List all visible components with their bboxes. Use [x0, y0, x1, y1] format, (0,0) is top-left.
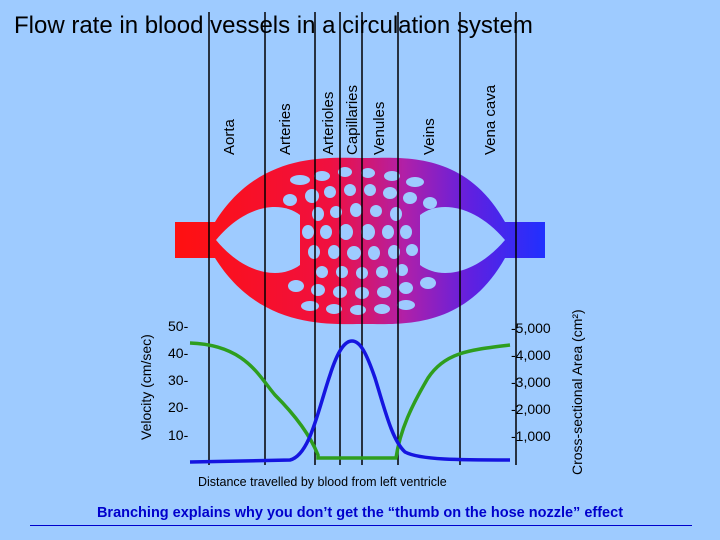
left-tick-10: 10-	[168, 427, 189, 443]
capillary-gap	[326, 304, 342, 314]
vessel-label-vena-cava: Vena cava	[482, 84, 499, 155]
capillary-gap	[399, 282, 413, 294]
vessel-labels: Aorta Arteries Arterioles Capillaries Ve…	[221, 84, 499, 155]
capillary-gap	[328, 245, 340, 259]
vessel-dividers	[208, 12, 517, 465]
capillary-gap	[301, 301, 319, 311]
left-tick-20: 20-	[168, 399, 189, 415]
vessel-network	[175, 157, 545, 325]
capillary-gap	[350, 305, 366, 315]
capillary-gap	[390, 207, 402, 221]
left-tick-40: 40-	[168, 345, 189, 361]
capillary-gap	[364, 184, 376, 196]
vessel-label-aorta: Aorta	[221, 118, 238, 155]
capillary-gap	[406, 244, 418, 256]
capillary-gap	[290, 175, 310, 185]
velocity-curve	[189, 339, 511, 464]
capillary-gap	[420, 277, 436, 289]
capillary-gap	[370, 205, 382, 217]
capillary-gap	[314, 171, 330, 181]
capillary-gap	[350, 203, 362, 217]
vessel-gap	[420, 207, 505, 273]
capillary-gap	[406, 177, 424, 187]
capillary-gap	[316, 266, 328, 278]
vessel-label-arteries: Arteries	[277, 103, 294, 155]
capillary-gap	[338, 167, 352, 177]
left-tick-50: 50-	[168, 318, 189, 334]
capillary-gap	[396, 264, 408, 276]
capillary-gap	[336, 266, 348, 278]
vessel-label-venules: Venules	[371, 102, 388, 155]
capillary-gap	[383, 187, 397, 199]
vessel-gap	[216, 207, 300, 273]
capillary-gap	[330, 206, 342, 218]
capillary-gap	[361, 168, 375, 178]
capillary-gap	[423, 197, 437, 209]
capillary-gap	[384, 171, 400, 181]
right-tick-3000: -3,000	[511, 374, 551, 390]
capillary-gap	[302, 225, 314, 239]
capillary-gap	[288, 280, 304, 292]
area-curve	[189, 341, 511, 460]
capillary-gap	[312, 207, 324, 221]
capillary-gap	[368, 246, 380, 260]
capillary-gap	[347, 246, 361, 260]
capillary-gap	[382, 225, 394, 239]
capillary-gap	[311, 284, 325, 296]
capillary-gap	[361, 224, 375, 240]
left-axis-label: Velocity (cm/sec)	[138, 334, 154, 440]
capillary-gap	[376, 266, 388, 278]
vessel-label-veins: Veins	[421, 118, 438, 155]
capillary-gap	[344, 184, 356, 196]
capillary-gap	[388, 245, 400, 259]
right-tick-1000: -1,000	[511, 428, 551, 444]
footer-underline	[30, 525, 692, 526]
capillary-gap	[377, 286, 391, 298]
capillary-gap	[320, 225, 332, 239]
capillary-gap	[339, 224, 353, 240]
right-tick-5000: -5,000	[511, 320, 551, 336]
right-tick-2000: -2,000	[511, 401, 551, 417]
capillary-gaps	[216, 167, 505, 315]
left-tick-30: 30-	[168, 372, 189, 388]
capillary-gap	[283, 194, 297, 206]
capillary-gap	[324, 186, 336, 198]
vessel-label-capillaries: Capillaries	[344, 85, 361, 155]
capillary-gap	[305, 189, 319, 203]
capillary-gap	[403, 192, 417, 204]
right-tick-4000: -4,000	[511, 347, 551, 363]
page-title: Flow rate in blood vessels in a circulat…	[14, 12, 533, 39]
capillary-gap	[374, 304, 390, 314]
x-axis-label: Distance travelled by blood from left ve…	[198, 475, 447, 489]
vessel-label-arterioles: Arterioles	[320, 92, 337, 155]
capillary-gap	[397, 300, 415, 310]
capillary-gap	[400, 225, 412, 239]
capillary-gap	[308, 245, 320, 259]
right-axis-label: Cross-sectional Area (cm²)	[569, 309, 585, 475]
footer-caption: Branching explains why you don’t get the…	[96, 505, 624, 521]
